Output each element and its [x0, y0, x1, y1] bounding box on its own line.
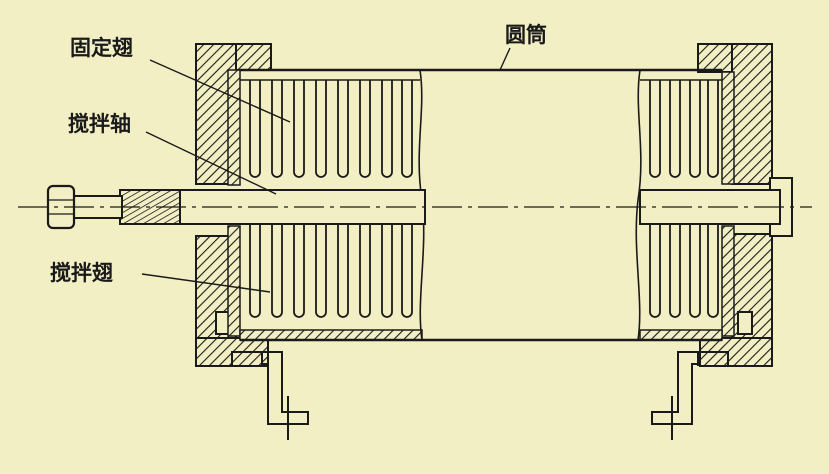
left-end-plate	[195, 43, 272, 367]
stirring-fins-left	[249, 224, 413, 318]
right-support-bracket	[651, 351, 729, 440]
fixed-fins-left	[249, 80, 413, 178]
fixed-fins-right	[649, 80, 719, 178]
stirring-fins-right	[649, 224, 719, 318]
label-stirring-fins: 搅拌翅	[50, 261, 113, 285]
cylinder-wall	[239, 68, 723, 342]
left-support-bracket	[231, 351, 309, 440]
label-fixed-fins: 固定翅	[70, 36, 133, 60]
label-stirring-shaft: 搅拌轴	[68, 112, 131, 136]
leader-lines	[141, 47, 511, 293]
right-end-plate	[697, 43, 793, 367]
label-cylinder: 圆筒	[505, 23, 547, 47]
